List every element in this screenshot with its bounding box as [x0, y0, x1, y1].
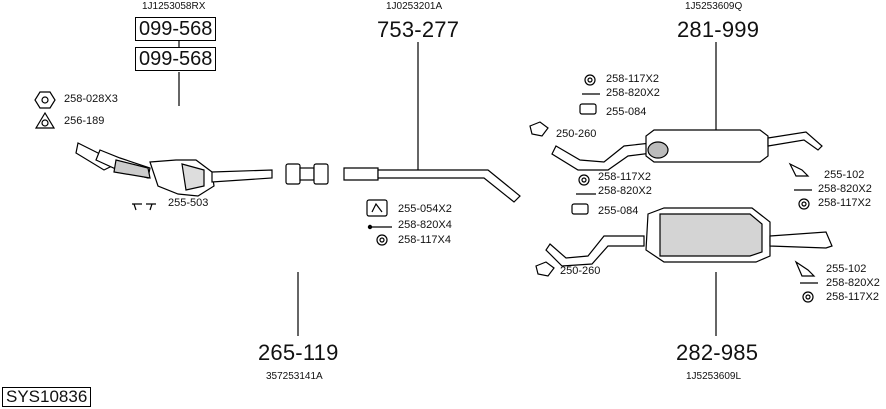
hex-nut-hole — [41, 96, 49, 104]
label-mid-bolt: 258-820X4 — [398, 219, 452, 231]
ref-middle-top: 1J0253201A — [386, 1, 443, 12]
ref-left-top: 1J1253058RX — [142, 1, 206, 12]
front-pipe-assembly — [343, 167, 521, 203]
part-number-rear-silencer-1: 281-999 — [677, 17, 760, 42]
flex-joint — [113, 159, 151, 179]
label-r2-gasket: 250-260 — [560, 265, 601, 277]
catalyst-assembly — [75, 142, 273, 197]
rear-silencer-2-assembly — [545, 207, 833, 267]
label-r1-hanger: 255-084 — [606, 106, 647, 118]
rear1-silencer-body — [645, 129, 769, 163]
label-r1-bolt-b: 258-820X2 — [818, 183, 872, 195]
ring-hole — [805, 294, 811, 300]
rear2-inlet-pipe — [545, 235, 645, 267]
part-number-middle-silencer: 265-119 — [258, 340, 339, 365]
converter-shield — [181, 163, 205, 191]
label-r1-ring-b: 258-117X2 — [818, 197, 872, 209]
label-r2-bolt-b: 258-820X2 — [826, 277, 880, 289]
rear1-inlet-pipe — [551, 141, 661, 171]
label-r2-bolt: 258-820X2 — [598, 185, 652, 197]
hanger-icon — [571, 203, 589, 215]
label-left-clamps: 255-503 — [168, 197, 209, 209]
ref-right-top: 1J5253609Q — [685, 1, 743, 12]
ref-bottom-left: 357253141A — [266, 371, 323, 382]
box-part-number-2: 099-568 — [135, 47, 217, 71]
gasket-hole — [41, 119, 49, 127]
cat-outlet-pipe — [211, 169, 273, 183]
rear1-body-end — [647, 141, 669, 159]
bracket-icon — [794, 260, 816, 277]
label-mid-ring: 258-117X4 — [398, 234, 452, 246]
label-r1-bolt: 258-820X2 — [606, 87, 660, 99]
rear2-silencer-shield — [659, 213, 763, 257]
part-number-front-pipe: 753-277 — [377, 17, 460, 42]
label-left-gasket: 256-189 — [64, 115, 105, 127]
coupling-left — [285, 163, 301, 185]
ring-hole — [581, 177, 587, 183]
system-id-box: SYS10836 — [2, 387, 92, 407]
hanger-icon — [579, 103, 597, 115]
label-r2-hanger: 255-084 — [598, 205, 639, 217]
label-r2-bracket: 255-102 — [826, 263, 867, 275]
label-r2-ring-b: 258-117X2 — [826, 291, 880, 303]
coupling-pipe — [299, 167, 315, 181]
label-r1-bracket: 255-102 — [824, 169, 865, 181]
rear2-tailpipe — [769, 231, 833, 249]
bracket-icon — [788, 162, 810, 177]
front-pipe-tube — [377, 169, 521, 203]
label-mid-clamp: 255-054X2 — [398, 203, 452, 215]
middle-coupling — [285, 163, 329, 185]
box-part-number-1: 099-568 — [135, 17, 217, 41]
label-r1-gasket: 250-260 — [556, 128, 597, 140]
bolt-head — [367, 224, 373, 230]
ref-bottom-right: 1J5253609L — [686, 371, 742, 382]
ring-hole — [379, 237, 385, 243]
label-left-nut: 258-028X3 — [64, 93, 118, 105]
ring-hole — [587, 77, 593, 83]
ring-hole — [801, 201, 807, 207]
clamp-legs — [133, 203, 153, 211]
rear1-tailpipe — [767, 131, 823, 151]
part-number-rear-silencer-2: 282-985 — [676, 340, 759, 365]
label-r1-ring: 258-117X2 — [606, 73, 660, 85]
label-r2-ring: 258-117X2 — [598, 171, 652, 183]
u-clamp-inner — [371, 202, 383, 213]
flange-gasket-icon — [529, 121, 549, 137]
coupling-right — [313, 163, 329, 185]
front-pipe-inlet — [343, 167, 379, 181]
flange-gasket-icon — [535, 261, 555, 277]
rear-silencer-1-assembly — [551, 129, 823, 171]
